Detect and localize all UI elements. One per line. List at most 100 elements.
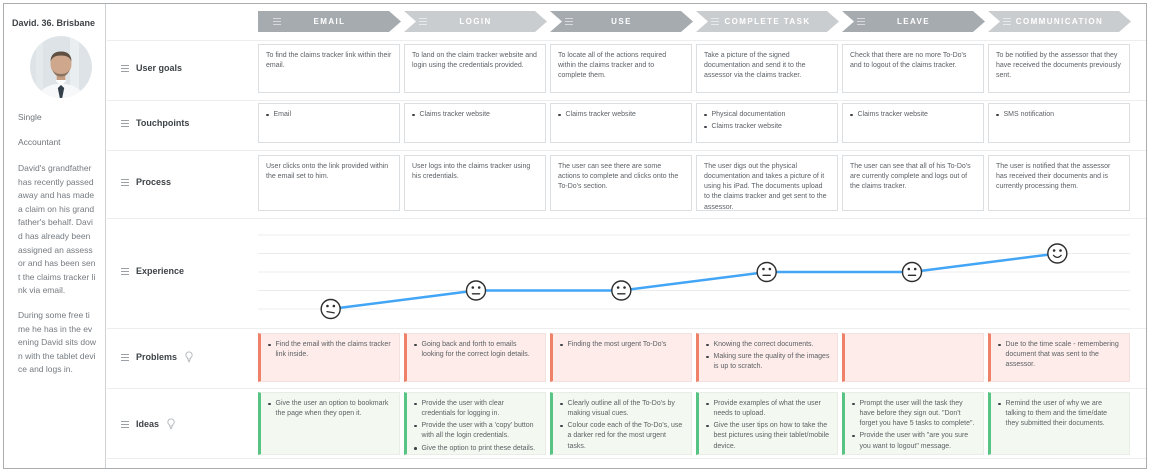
touchpoints-card[interactable]: Claims tracker website <box>842 103 984 143</box>
row-label-user-goals[interactable]: User goals <box>121 63 182 73</box>
bullet-dot-icon <box>704 113 707 116</box>
user-goals-row: To find the claims tracker link within t… <box>258 44 1130 93</box>
process-card[interactable]: The user can see there are some actions … <box>550 155 692 211</box>
persona-bio: During some free time he has in the even… <box>18 309 96 375</box>
process-card[interactable]: The user digs out the physical documenta… <box>696 155 838 211</box>
drag-handle-icon[interactable] <box>121 267 129 275</box>
experience-chart[interactable] <box>258 222 1130 322</box>
ideas-card[interactable]: Provide examples of what the user needs … <box>696 392 838 455</box>
bullet-dot-icon <box>996 113 999 116</box>
stage-label: COMPLETE TASK <box>724 17 811 26</box>
touchpoints-card[interactable]: Claims tracker website <box>550 103 692 143</box>
experience-point-meh[interactable] <box>320 298 341 320</box>
drag-handle-icon[interactable] <box>857 18 865 25</box>
problems-card[interactable]: Due to the time scale - remembering docu… <box>988 333 1130 382</box>
bullet-dot-icon <box>706 402 709 405</box>
card-text: Take a picture of the signed documentati… <box>704 52 806 80</box>
problems-card[interactable]: Find the email with the claims tracker l… <box>258 333 400 382</box>
ideas-row: Give the user an option to bookmark the … <box>258 392 1130 455</box>
row-label-touchpoints[interactable]: Touchpoints <box>121 118 189 128</box>
touchpoints-card[interactable]: Email <box>258 103 400 143</box>
row-label-experience[interactable]: Experience <box>121 266 184 276</box>
user-goals-card[interactable]: To be notified by the assessor that they… <box>988 44 1130 93</box>
bullet-text: Give the user tips on how to take the be… <box>713 422 830 450</box>
drag-handle-icon[interactable] <box>121 178 129 186</box>
user-goals-card[interactable]: To locate all of the actions required wi… <box>550 44 692 93</box>
stage-header-communication[interactable]: COMMUNICATION <box>988 11 1131 32</box>
stage-header-login[interactable]: LOGIN <box>404 11 547 32</box>
drag-handle-icon[interactable] <box>273 18 281 25</box>
drag-handle-icon[interactable] <box>419 18 427 25</box>
drag-handle-icon[interactable] <box>121 420 129 428</box>
user-goals-card[interactable]: Take a picture of the signed documentati… <box>696 44 838 93</box>
stage-header-complete-task[interactable]: COMPLETE TASK <box>696 11 839 32</box>
ideas-card[interactable]: Provide the user with clear credentials … <box>404 392 546 455</box>
touchpoints-card[interactable]: SMS notification <box>988 103 1130 143</box>
bullet-dot-icon <box>414 447 417 450</box>
problems-card[interactable]: Knowing the correct documents.Making sur… <box>696 333 838 382</box>
stage-header-use[interactable]: USE <box>550 11 693 32</box>
experience-line <box>330 252 1058 311</box>
experience-point-happy[interactable] <box>1047 243 1068 264</box>
experience-point-neutral[interactable] <box>901 261 923 283</box>
card-text: The user is notified that the assessor h… <box>996 163 1111 191</box>
process-row: User clicks onto the link provided withi… <box>258 155 1130 211</box>
ideas-card[interactable]: Remind the user of why we are talking to… <box>988 392 1130 455</box>
stage-header-leave[interactable]: LEAVE <box>842 11 985 32</box>
card-bullet: Provide the user with clear credentials … <box>414 399 538 419</box>
process-card[interactable]: User clicks onto the link provided withi… <box>258 155 400 211</box>
process-card[interactable]: The user can see that all of his To-Do's… <box>842 155 984 211</box>
lightbulb-icon <box>185 351 193 363</box>
bullet-text: Knowing the correct documents. <box>713 341 814 348</box>
bullet-text: Find the email with the claims tracker l… <box>275 341 391 359</box>
persona-bio: David's grandfather has recently passed … <box>18 163 96 296</box>
row-label-ideas[interactable]: Ideas <box>121 418 175 430</box>
avatar-photo <box>30 36 92 98</box>
card-bullet: Give the option to print these details. <box>414 444 538 454</box>
user-goals-card[interactable]: Check that there are no more To-Do's and… <box>842 44 984 93</box>
row-label-text: Problems <box>136 352 178 362</box>
experience-point-neutral[interactable] <box>756 261 777 283</box>
bullet-dot-icon <box>268 343 271 346</box>
row-divider <box>107 328 1146 329</box>
bullet-text: Finding the most urgent To-Do's <box>567 341 667 348</box>
drag-handle-icon[interactable] <box>121 64 129 72</box>
bullet-text: Colour code each of the To-Do's, use a d… <box>567 422 683 450</box>
drag-handle-icon[interactable] <box>711 18 719 25</box>
problems-card[interactable]: Going back and forth to emails looking f… <box>404 333 546 382</box>
bullet-dot-icon <box>998 402 1001 405</box>
process-card[interactable]: The user is notified that the assessor h… <box>988 155 1130 211</box>
drag-handle-icon[interactable] <box>565 18 573 25</box>
card-text: The user can see that all of his To-Do's… <box>850 163 971 191</box>
process-card[interactable]: User logs into the claims tracker using … <box>404 155 546 211</box>
persona-attribute: Single <box>18 112 42 122</box>
drag-handle-icon[interactable] <box>121 119 129 127</box>
card-bullet: Claims tracker website <box>704 122 830 132</box>
row-label-problems[interactable]: Problems <box>121 351 193 363</box>
ideas-card[interactable]: Give the user an option to bookmark the … <box>258 392 400 455</box>
touchpoints-card[interactable]: Claims tracker website <box>404 103 546 143</box>
card-bullet: Colour code each of the To-Do's, use a d… <box>560 421 684 451</box>
bullet-dot-icon <box>558 113 561 116</box>
card-bullet: Claims tracker website <box>412 110 538 120</box>
user-goals-card[interactable]: To land on the claim tracker website and… <box>404 44 546 93</box>
row-label-process[interactable]: Process <box>121 177 171 187</box>
stage-header-email[interactable]: EMAIL <box>258 11 401 32</box>
drag-handle-icon[interactable] <box>1003 18 1011 25</box>
problems-card[interactable]: Finding the most urgent To-Do's <box>550 333 692 382</box>
ideas-card[interactable]: Clearly outline all of the To-Do's by ma… <box>550 392 692 455</box>
bullet-text: Claims tracker website <box>857 111 928 118</box>
card-bullet: Find the email with the claims tracker l… <box>268 340 392 360</box>
bullet-text: Give the option to print these details. <box>421 444 536 452</box>
bullet-text: Going back and forth to emails looking f… <box>421 341 530 359</box>
problems-card[interactable] <box>842 333 984 382</box>
experience-point-neutral[interactable] <box>465 280 487 301</box>
drag-handle-icon[interactable] <box>121 353 129 361</box>
card-bullet: Finding the most urgent To-Do's <box>560 340 684 350</box>
experience-point-neutral[interactable] <box>611 280 632 301</box>
ideas-card[interactable]: Prompt the user will the task they have … <box>842 392 984 455</box>
user-goals-card[interactable]: To find the claims tracker link within t… <box>258 44 400 93</box>
